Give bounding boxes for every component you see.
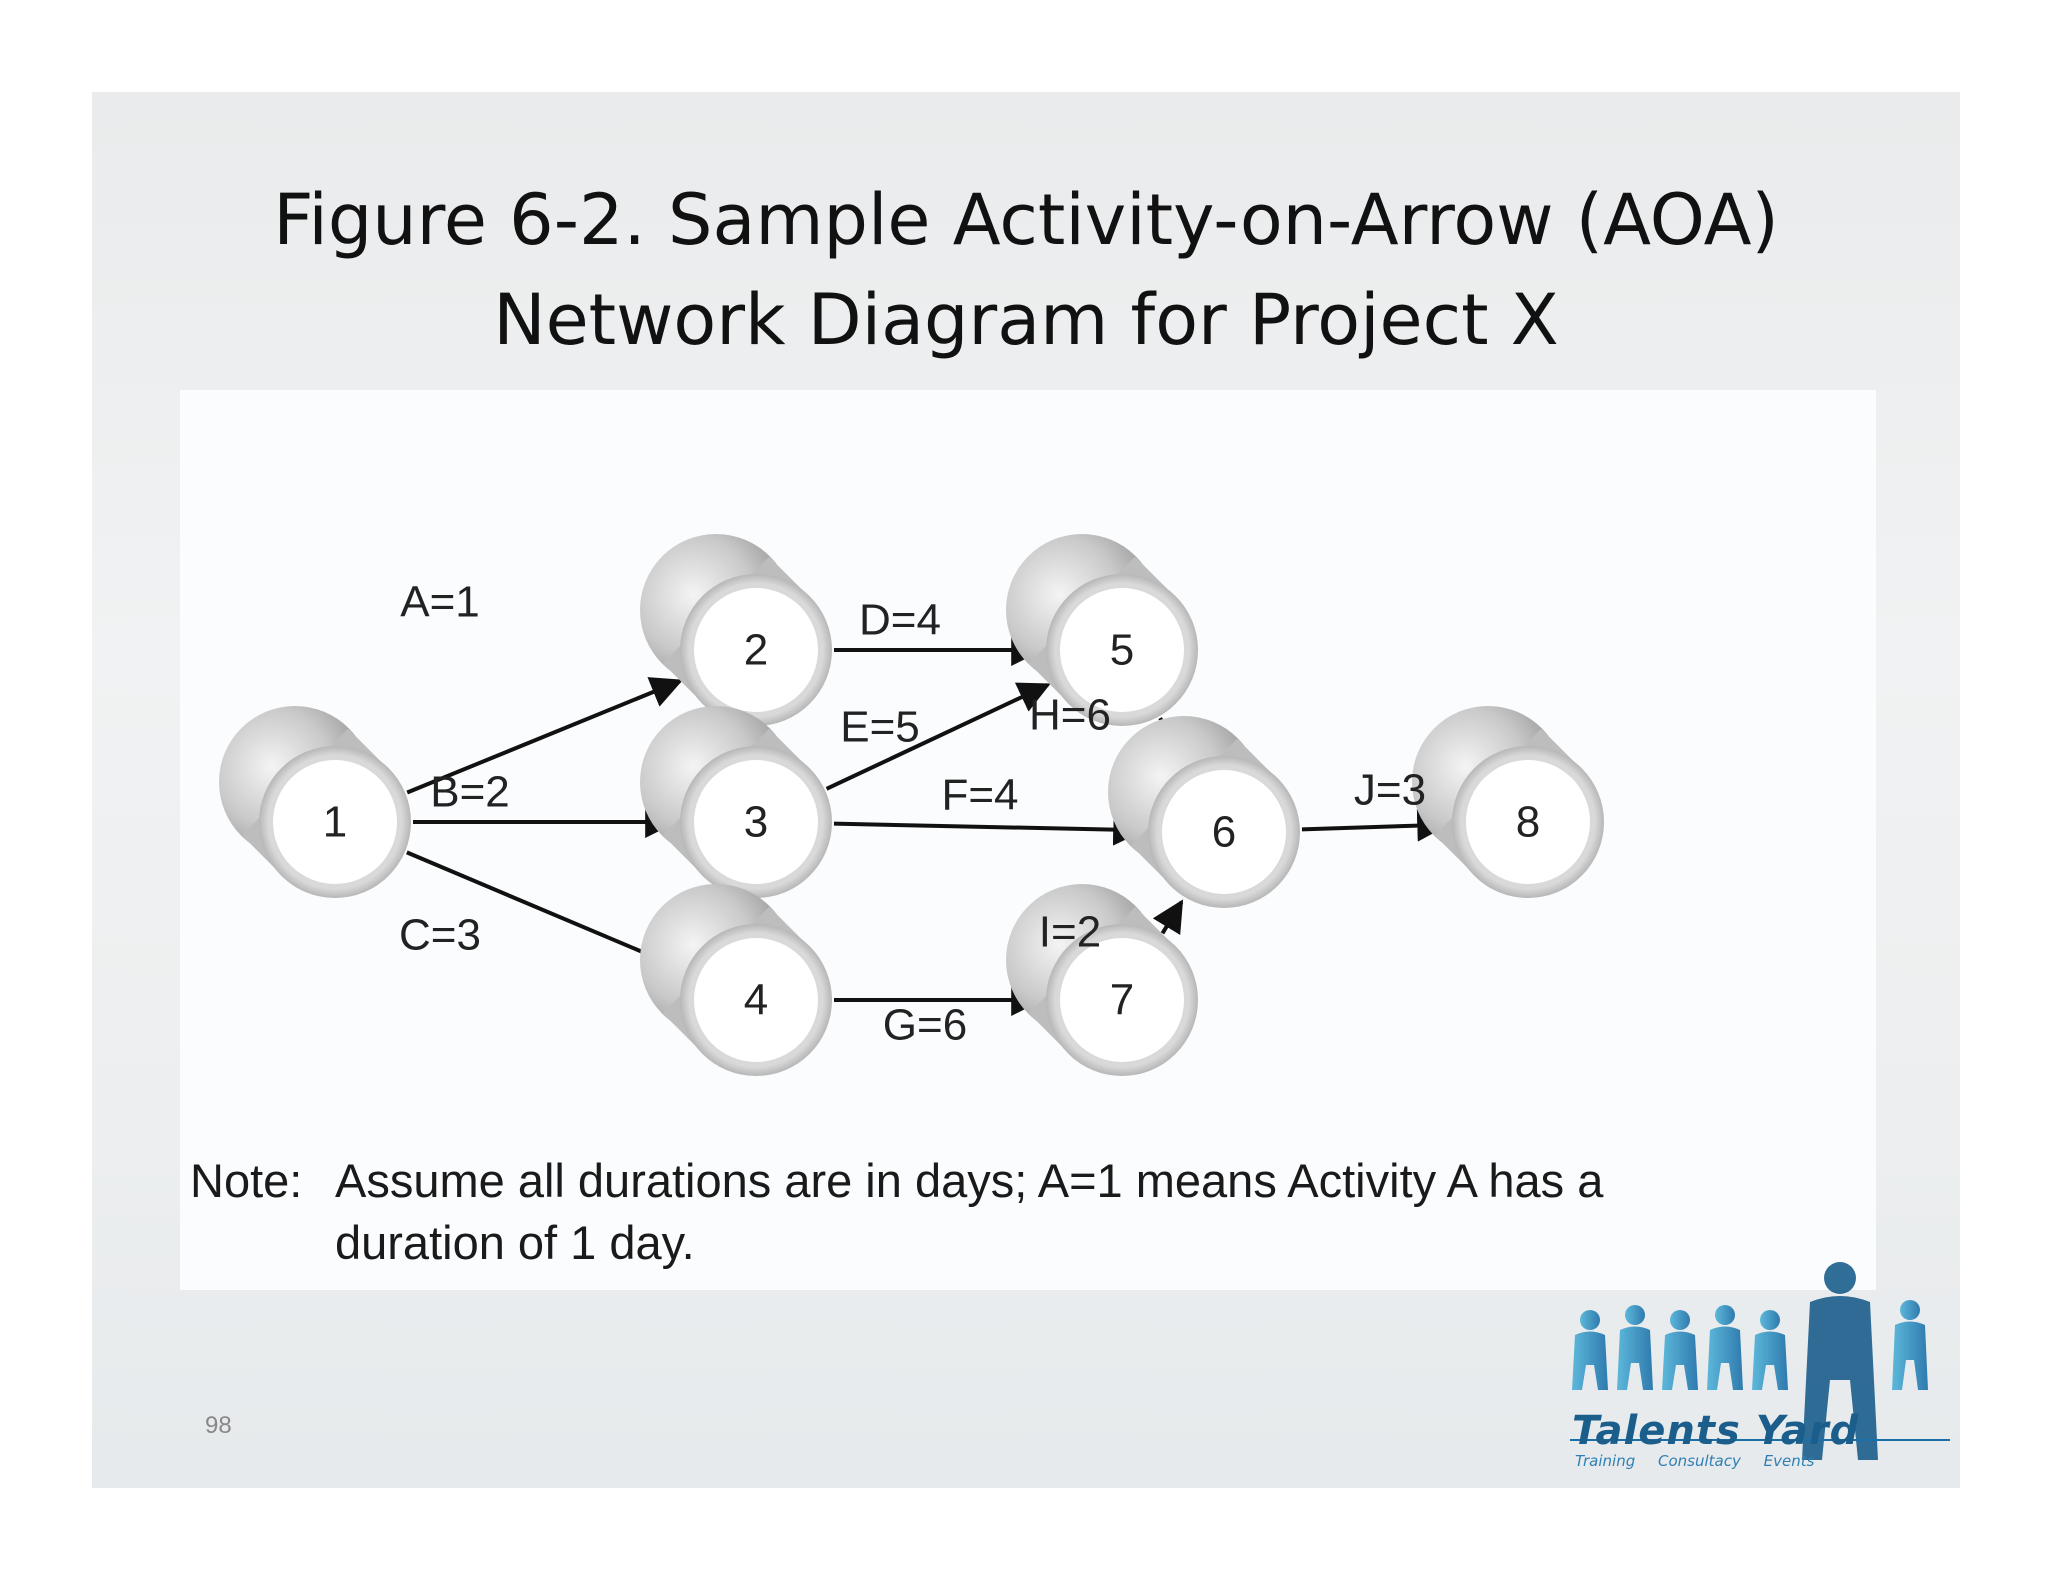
event-node-1: 1: [219, 706, 411, 898]
activity-label-a: A=1: [400, 578, 480, 627]
event-node-label: 2: [744, 626, 768, 675]
page-number: 98: [205, 1412, 232, 1439]
activity-label-f: F=4: [941, 771, 1018, 820]
logo-people-silhouettes-icon: [1570, 1262, 1950, 1460]
event-node-label: 3: [744, 798, 768, 847]
logo-name: Talents Yard: [1572, 1408, 1860, 1454]
event-nodes: 1 2 3 4 5 6 7 8: [219, 534, 1604, 1076]
activity-arrow-f: [833, 813, 1146, 846]
slide-title-line-1: Figure 6-2. Sample Activity-on-Arrow (AO…: [273, 179, 1779, 261]
activity-label-b: B=2: [430, 768, 510, 817]
event-node-3: 3: [640, 706, 832, 898]
activity-label-d: D=4: [859, 596, 941, 645]
event-node-8: 8: [1412, 706, 1604, 898]
event-node-label: 7: [1110, 976, 1134, 1025]
event-node-5: 5: [1006, 534, 1198, 726]
activity-arrow-i: [1152, 899, 1184, 936]
activity-label-i: I=2: [1039, 908, 1101, 957]
event-node-label: 6: [1212, 808, 1236, 857]
logo-tagline: Training Consultacy Events: [1575, 1452, 1815, 1470]
network-diagram: 1 2 3 4 5 6 7 8 A=1B=2C=3 D=4E=5F=4G=6 H=6I=2 J=3: [219, 534, 1604, 1076]
activity-label-c: C=3: [399, 911, 481, 960]
slide-title-line-2: Network Diagram for Project X: [493, 279, 1559, 361]
note-text: Assume all durations are in days; A=1 me…: [335, 1154, 1604, 1269]
slide-title: Figure 6-2. Sample Activity-on-Arrow (AO…: [92, 170, 1960, 370]
activity-label-e: E=5: [840, 703, 920, 752]
activity-label-g: G=6: [883, 1001, 967, 1050]
activity-label-j: J=3: [1354, 766, 1426, 815]
event-node-label: 4: [744, 976, 768, 1025]
activity-label-h: H=6: [1029, 691, 1111, 740]
event-node-label: 1: [323, 798, 347, 847]
note-label: Note:: [190, 1154, 303, 1207]
activity-arrow-a: [406, 677, 684, 795]
event-node-label: 8: [1516, 798, 1540, 847]
event-node-4: 4: [640, 884, 832, 1076]
event-node-label: 5: [1110, 626, 1134, 675]
activity-arrow-j: [1301, 809, 1450, 842]
activity-arrow-e: [825, 682, 1051, 791]
activity-arrow-c: [406, 850, 684, 972]
activity-labels: A=1B=2C=3 D=4E=5F=4G=6 H=6I=2 J=3: [399, 578, 1426, 1050]
event-node-6: 6: [1108, 716, 1300, 908]
event-node-7: 7: [1006, 884, 1198, 1076]
event-node-2: 2: [640, 534, 832, 726]
